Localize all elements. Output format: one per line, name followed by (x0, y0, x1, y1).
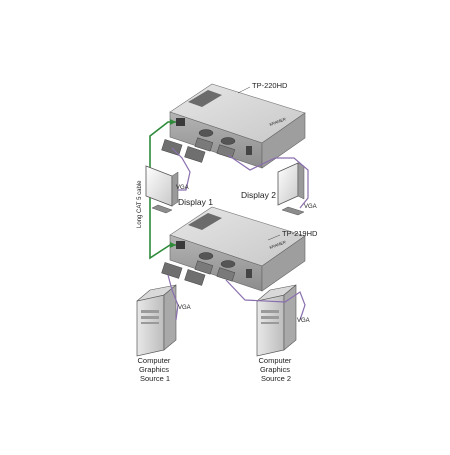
source-2-computer (256, 284, 297, 357)
transmitter-power-jack (246, 146, 252, 155)
transmitter-model-leader (237, 86, 251, 94)
transmitter-side-face (261, 112, 306, 169)
display-2-screen (277, 162, 299, 206)
receiver-vga-plugs (161, 260, 236, 286)
receiver-top-panel (188, 213, 222, 230)
source-2-vga-label: VGA (297, 318, 310, 324)
source-1-vga-label: VGA (178, 305, 191, 311)
transmitter-vga-plugs (161, 137, 236, 163)
transmitter-brand-logo: KRAMER (269, 116, 287, 127)
source-2-label-line-3: Source 2 (261, 374, 291, 383)
display-1-label: Display 1 (178, 197, 213, 207)
display-2-monitor (277, 162, 305, 216)
cable-label: Long CAT 5 cable (137, 180, 143, 228)
receiver-ethernet-port (176, 241, 185, 249)
display-1-monitor (145, 165, 179, 214)
receiver-vga-port-1 (198, 252, 214, 260)
display-2-vga-label: VGA (304, 204, 317, 210)
source-1-label: Computer Graphics Source 1 (137, 356, 172, 383)
display-2-bezel-side (297, 162, 305, 200)
transmitter-vga-port-2 (220, 137, 236, 145)
source-2-tower-side (283, 284, 297, 351)
source-1-label-line-3: Source 1 (140, 374, 170, 383)
receiver-brand-logo: KRAMER (269, 239, 287, 250)
source-2-label: Computer Graphics Source 2 (258, 356, 293, 383)
source-1-tower-front (136, 294, 165, 357)
source-2-drive-bay-1 (261, 310, 279, 313)
cat5-arrow-top (170, 119, 176, 125)
source-2-label-line-2: Graphics (260, 365, 290, 374)
transmitter-vga-port-1 (198, 129, 214, 137)
receiver-model-label: TP-219HD (282, 229, 318, 238)
transmitter-ethernet-port (176, 118, 185, 126)
source-1-drive-bay-1 (141, 310, 159, 313)
source-1-drive-bay-3 (141, 322, 159, 324)
source-2-tower-front (256, 294, 285, 357)
display-2-label: Display 2 (241, 190, 276, 200)
display-2-stand (281, 206, 305, 216)
display-1-vga-cable (171, 147, 191, 191)
source-1-computer (136, 284, 177, 357)
source-2-drive-bay-3 (261, 322, 279, 324)
source-1-drive-bay-2 (141, 316, 159, 319)
receiver-side-face (261, 235, 306, 292)
source-1-label-line-2: Graphics (139, 365, 169, 374)
display-2-vga-cable (227, 154, 309, 209)
source-2-drive-bay-2 (261, 316, 279, 319)
receiver-model-leader (267, 234, 281, 241)
cat5-arrow-bottom (170, 242, 176, 248)
transmitter-top-panel (188, 90, 222, 107)
display-1-stand (151, 204, 173, 214)
source-1-vga-cable (167, 274, 179, 321)
source-2-label-line-1: Computer (258, 356, 291, 365)
source-1-label-line-1: Computer (137, 356, 170, 365)
transmitter-model-label: TP-220HD (252, 81, 288, 90)
display-1-bezel-side (171, 171, 179, 207)
receiver-power-jack (246, 269, 252, 278)
receiver-unit: KRAMER (169, 206, 306, 292)
display-1-vga-label: VGA (176, 185, 189, 191)
receiver-vga-port-2 (220, 260, 236, 268)
source-2-vga-cable (225, 279, 306, 321)
transmitter-unit: KRAMER (169, 83, 306, 169)
